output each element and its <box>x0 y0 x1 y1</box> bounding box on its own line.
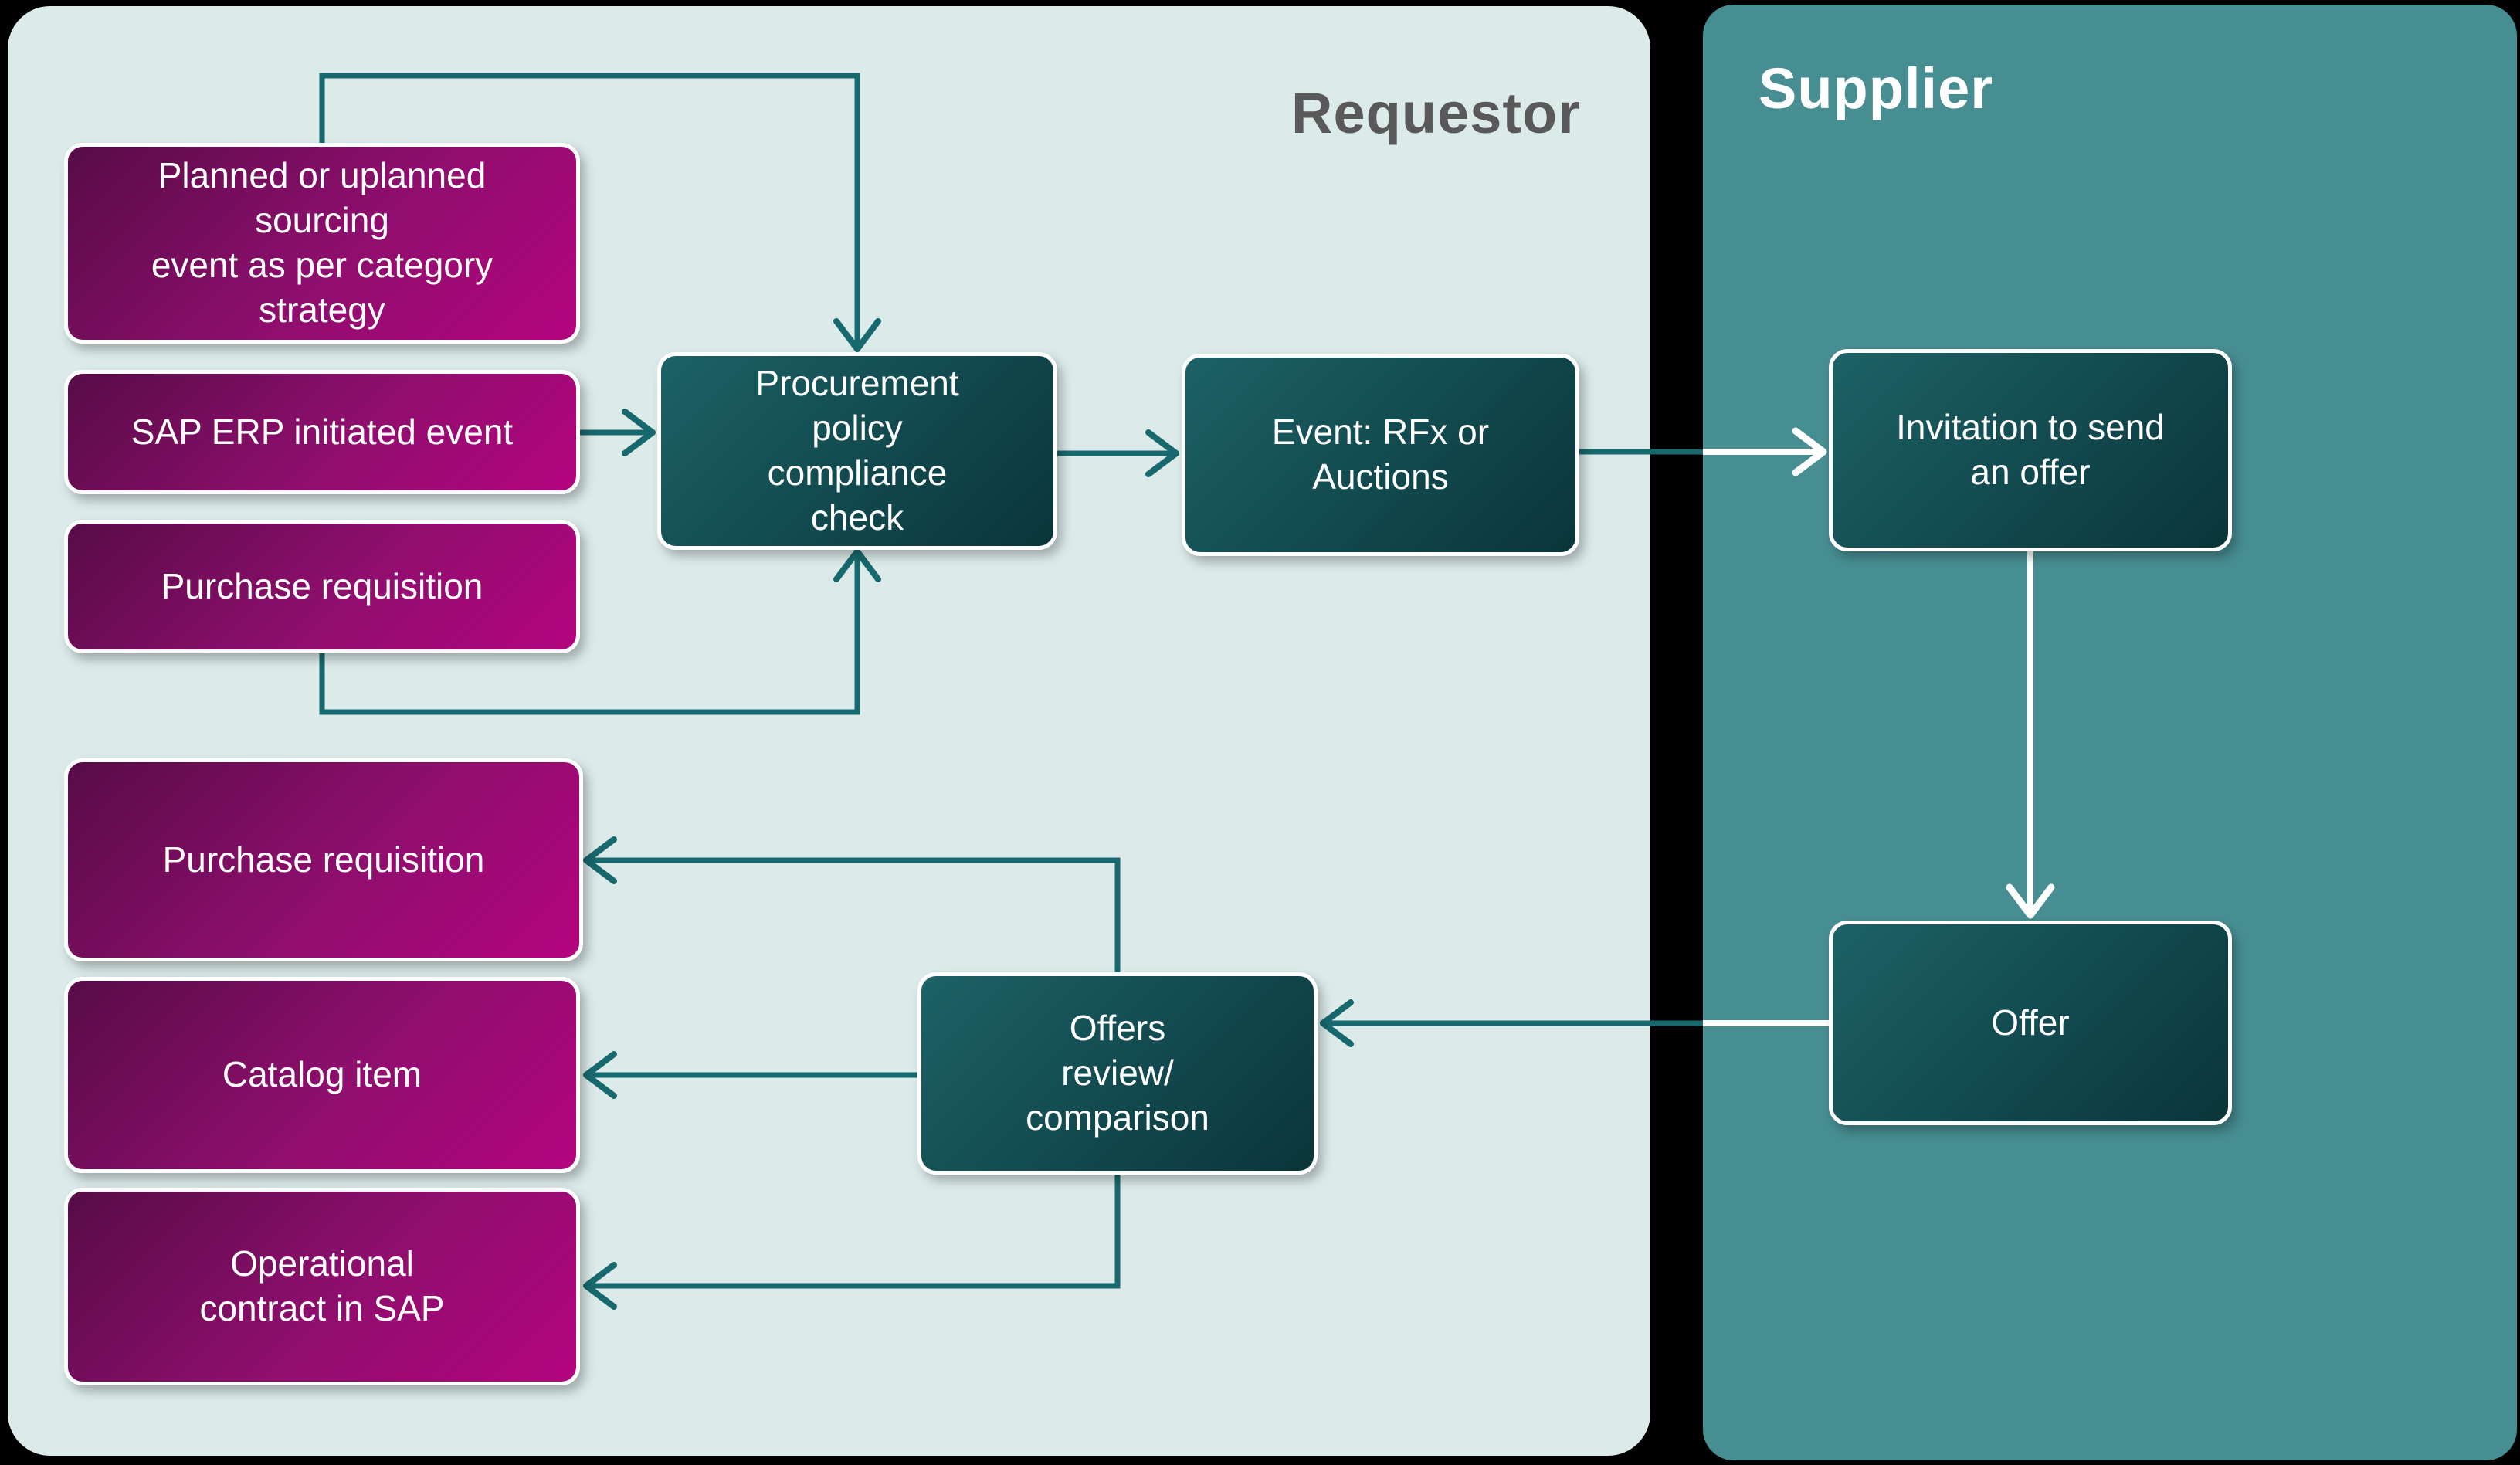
node-operational-contract-in-sap: Operational contract in SAP <box>64 1188 580 1385</box>
node-offer: Offer <box>1829 921 2232 1125</box>
supplier-lane-title: Supplier <box>1759 56 1994 120</box>
lane-supplier: Supplier <box>1703 5 2517 1460</box>
node-planned-sourcing-event: Planned or uplanned sourcing event as pe… <box>64 143 580 344</box>
node-procurement-policy-compliance-check: Procurement policy compliance check <box>657 352 1057 550</box>
node-label: Planned or uplanned sourcing event as pe… <box>151 155 493 330</box>
node-sap-erp-initiated-event: SAP ERP initiated event <box>64 370 580 494</box>
node-purchase-requisition-result: Purchase requisition <box>64 758 583 961</box>
teal-arrowheads <box>583 318 1354 1310</box>
node-invitation-to-send-offer: Invitation to send an offer <box>1829 349 2232 551</box>
node-label: Offer <box>1991 1002 2070 1043</box>
node-label: SAP ERP initiated event <box>131 411 514 452</box>
node-label: Operational contract in SAP <box>199 1243 445 1328</box>
node-event-rfx-or-auctions: Event: RFx or Auctions <box>1182 354 1579 556</box>
node-label: Offers review/ comparison <box>1026 1008 1209 1138</box>
node-label: Invitation to send an offer <box>1896 407 2165 492</box>
node-label: Purchase requisition <box>161 565 483 606</box>
node-label: Catalog item <box>222 1054 422 1095</box>
node-label: Procurement policy compliance check <box>755 363 959 538</box>
node-offers-review-comparison: Offers review/ comparison <box>917 972 1318 1175</box>
node-label: Purchase requisition <box>162 839 485 880</box>
white-arrowheads <box>1792 427 2055 919</box>
node-label: Event: RFx or Auctions <box>1271 412 1490 497</box>
requestor-lane-title: Requestor <box>1291 81 1581 145</box>
teal-connector-lines <box>319 73 1706 1289</box>
white-connector-lines <box>1703 449 2033 1026</box>
node-catalog-item: Catalog item <box>64 977 580 1173</box>
node-purchase-requisition-input: Purchase requisition <box>64 520 580 653</box>
